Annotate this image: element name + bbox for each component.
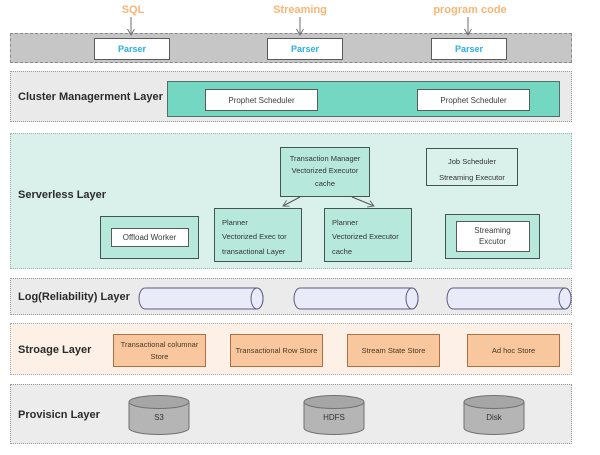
planner-line: Planner (332, 218, 358, 227)
offload-worker-box: Offload Worker (110, 228, 189, 247)
prophet-scheduler-box: Prophet Scheduler (417, 89, 530, 111)
store-stream-state: Stream State Store (347, 334, 440, 367)
disk-hdfs: HDFS (303, 395, 365, 435)
input-label-program-code: program code (433, 4, 507, 16)
planner-line: Planner (222, 218, 248, 227)
streaming-executor-container: Streaming Excutor (445, 214, 540, 259)
disk-s3: S3 (128, 395, 190, 435)
store-transactional-row: Transactional Row Store (230, 334, 323, 367)
log-layer-label: Log(Reliability) Layer (18, 291, 130, 303)
streaming-line: Excutor (478, 236, 507, 246)
streaming-line: Streaming (474, 226, 511, 236)
serverless-layer-label: Serverless Layer (18, 189, 107, 201)
parser-band: Parser Parser Parser (10, 33, 572, 63)
store-ad-hoc: Ad hoc Store (467, 334, 560, 367)
tm-line: cache (314, 178, 335, 188)
job-line: Streaming Executor (439, 172, 505, 182)
disk-label: Disk (486, 413, 502, 422)
disk-label: S3 (154, 413, 164, 422)
log-cylinder (138, 287, 264, 310)
planner-line: cache (332, 246, 353, 256)
storage-layer-label: Stroage Layer (18, 344, 92, 356)
scheduler-container: Prophet Scheduler Prophet Scheduler (167, 81, 560, 117)
serverless-layer: Serverless Layer Transaction Manager Vec… (10, 133, 572, 269)
job-line: Job Scheduler (448, 157, 496, 166)
database-cylinder-icon (463, 395, 525, 435)
storage-layer: Stroage Layer Transactional columnar Sto… (10, 323, 572, 375)
database-cylinder-icon (128, 395, 190, 435)
database-cylinder-icon (303, 395, 365, 435)
offload-worker-container: Offload Worker (100, 216, 199, 259)
cluster-management-layer: Cluster Managerment Layer Prophet Schedu… (10, 71, 572, 122)
planner-line: Vectorized Exec tor (222, 232, 287, 242)
job-scheduler-box: Job Scheduler Streaming Executor (426, 148, 518, 186)
log-reliability-layer: Log(Reliability) Layer (10, 278, 572, 315)
parser-box-program-code: Parser (431, 38, 507, 60)
tm-line: Transaction Manager (289, 154, 361, 163)
provision-layer-label: Provisicn Layer (18, 409, 100, 421)
planner-transactional-box: Planner Vectorized Exec tor transactiona… (214, 208, 302, 262)
parser-box-streaming: Parser (267, 38, 343, 60)
log-cylinder (446, 287, 572, 310)
prophet-scheduler-box: Prophet Scheduler (205, 89, 318, 111)
provision-layer: Provisicn Layer S3 HDFS Disk (10, 384, 572, 444)
input-label-streaming: Streaming (273, 4, 327, 16)
streaming-executor-box: Streaming Excutor (455, 221, 530, 252)
transaction-manager-box: Transaction Manager Vectorized Executor … (280, 147, 370, 197)
disk-label: HDFS (323, 413, 345, 422)
parser-box-sql: Parser (94, 38, 170, 60)
planner-line: Vectorized Executor (332, 232, 399, 242)
log-cylinder (293, 287, 419, 310)
tm-line: Vectorized Executor (291, 166, 359, 176)
planner-line: transactional Layer (222, 246, 286, 256)
planner-cache-box: Planner Vectorized Executor cache (324, 208, 412, 262)
store-transactional-columnar: Transactional columnar Store (113, 334, 206, 367)
disk-disk: Disk (463, 395, 525, 435)
cluster-layer-label: Cluster Managerment Layer (18, 91, 163, 103)
input-label-sql: SQL (121, 4, 145, 16)
